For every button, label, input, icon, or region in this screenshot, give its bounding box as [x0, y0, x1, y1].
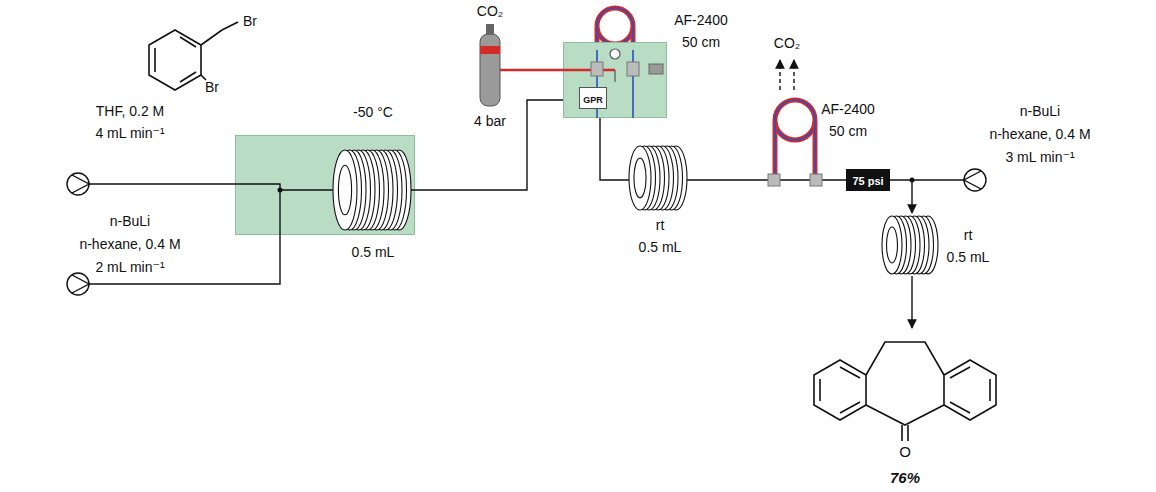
annotation-label: rt: [964, 228, 973, 243]
syringe-pump: [67, 173, 89, 295]
cooling-bath: -50 °C0.5 mL: [235, 135, 415, 235]
back-pressure-regulator: 75 psi: [846, 169, 889, 191]
gas-permeation-module: AF-240050 cmGPR: [563, 42, 667, 118]
bath-internals: [235, 135, 415, 235]
annotation-label: n-BuLi: [110, 214, 150, 229]
reactor-coil: [882, 216, 938, 274]
annotation-label: 0.5 mL: [947, 250, 990, 265]
gas-cylinder: [480, 24, 563, 106]
starting-material-structure: [149, 22, 238, 90]
tube-in-tube-coil: [768, 100, 822, 186]
annotation-label: rt: [656, 218, 665, 233]
node-label: GPR: [583, 95, 603, 105]
node-label: 0.5 mL: [352, 245, 395, 260]
annotation-label: Br: [205, 80, 219, 95]
gas-release-arrow: [780, 60, 794, 90]
annotation-label: Br: [243, 14, 257, 29]
annotation-label: 3 mL min⁻¹: [1005, 150, 1074, 165]
annotation-label: 2 mL min⁻¹: [95, 260, 164, 275]
annotation-label: 0.5 mL: [639, 240, 682, 255]
node-label: 75 psi: [852, 175, 883, 188]
node-label: AF-2400: [674, 13, 728, 28]
junction: [910, 178, 915, 183]
node-label: 50 cm: [682, 35, 720, 50]
annotation-label: O: [899, 444, 911, 461]
annotation-label: 76%: [890, 470, 920, 487]
annotation-label: CO₂: [477, 4, 503, 19]
annotation-label: THF, 0.2 M: [96, 104, 164, 119]
annotation-label: CO₂: [774, 36, 800, 51]
annotation-label: n-BuLi: [1020, 104, 1060, 119]
tubing-connector: [415, 100, 563, 190]
reactor-coil: [629, 146, 687, 210]
node-label: -50 °C: [353, 105, 393, 120]
annotation-label: n-hexane, 0.4 M: [989, 127, 1090, 142]
annotation-label: 50 cm: [829, 124, 867, 139]
annotation-label: 4 mL min⁻¹: [95, 126, 164, 141]
pressure-regulator: GPR: [579, 87, 607, 109]
product-structure: [814, 342, 996, 441]
annotation-label: 4 bar: [474, 114, 506, 129]
annotation-label: n-hexane, 0.4 M: [79, 237, 180, 252]
annotation-label: AF-2400: [821, 102, 875, 117]
syringe-pump: [964, 169, 986, 191]
